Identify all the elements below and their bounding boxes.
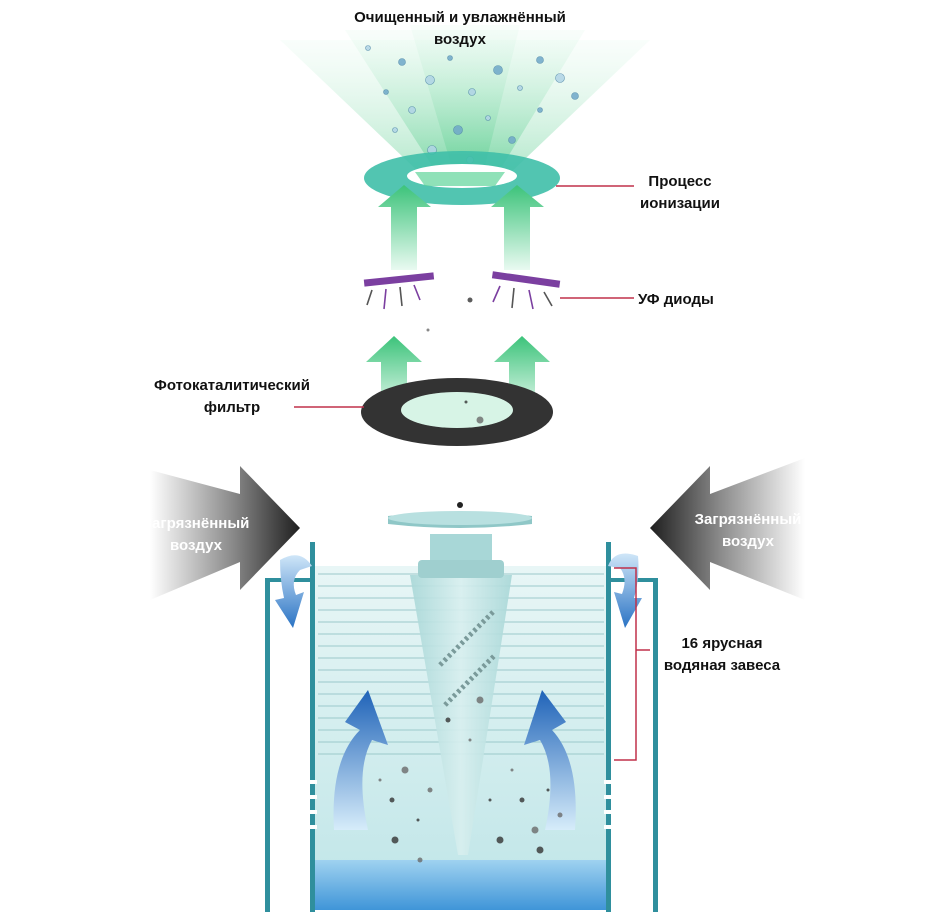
ionization-label-line1: Процесс	[648, 173, 711, 190]
water-curtain-bracket	[614, 567, 650, 761]
bubble	[365, 45, 371, 51]
dirty-air-right-label-line1: Загрязнённый	[695, 511, 802, 528]
blue-arrow-left-up	[333, 690, 388, 830]
water-curtain-label-line2: водяная завеса	[664, 657, 781, 674]
bubble	[537, 107, 543, 113]
blue-arrow-left-down	[275, 555, 312, 628]
dirt-particle	[557, 812, 563, 818]
dirty-air-left-label-line1: Загрязнённый	[143, 515, 250, 532]
air-bubbles	[365, 45, 579, 175]
dirt-particles	[378, 297, 563, 863]
dirt-particle	[391, 836, 399, 844]
dirt-particle	[476, 696, 484, 704]
bubble	[425, 75, 435, 85]
dirt-particle	[389, 797, 395, 803]
dirt-particle	[417, 857, 423, 863]
bubble	[453, 125, 463, 135]
bubble	[493, 65, 503, 75]
dirt-particle	[378, 778, 382, 782]
bubble	[447, 55, 453, 61]
bubble	[555, 73, 565, 83]
dirt-particle	[464, 400, 468, 404]
dirt-particle	[401, 766, 409, 774]
bubble	[398, 58, 406, 66]
photocatalytic-label-line2: фильтр	[204, 399, 260, 416]
bubble	[536, 56, 544, 64]
bubble	[508, 136, 516, 144]
dirt-particle	[546, 788, 550, 792]
bubble	[485, 115, 491, 121]
green-arrow-lower-left	[366, 336, 422, 412]
photocatalytic-filter	[361, 378, 553, 446]
uv-diode-right	[491, 271, 561, 310]
uv-diodes-label: УФ диоды	[638, 291, 714, 308]
dirt-particle	[488, 798, 492, 802]
dirt-particle	[445, 717, 451, 723]
water-curtain-label-line1: 16 ярусная	[681, 635, 762, 652]
bubble	[383, 89, 389, 95]
blue-arrow-right-down	[608, 553, 642, 628]
dirt-particle	[468, 738, 472, 742]
dirt-particle	[416, 818, 420, 822]
bubble	[517, 85, 523, 91]
purified-air-label-line2: воздух	[434, 31, 487, 48]
photocatalytic-label-line1: Фотокаталитический	[154, 377, 310, 394]
water-spinner-cone	[388, 502, 532, 855]
dirty-air-left-label-line2: воздух	[170, 537, 223, 554]
bubble	[468, 88, 476, 96]
ionization-label-line2: ионизации	[640, 195, 720, 212]
dirt-particle	[531, 826, 539, 834]
dirty-air-right-label-line2: воздух	[722, 533, 775, 550]
dirty-air-arrow-left	[150, 466, 300, 600]
dirt-particle	[496, 836, 504, 844]
green-arrow-upper-left	[378, 185, 431, 270]
dirt-particle	[426, 328, 430, 332]
bubble	[408, 106, 416, 114]
dirt-particle	[536, 846, 544, 854]
green-arrow-lower-right	[494, 336, 550, 412]
bubble	[392, 127, 398, 133]
green-arrow-upper-right	[491, 185, 544, 270]
dirt-particle	[467, 297, 473, 303]
dirt-particle	[476, 416, 484, 424]
dirt-particle	[519, 797, 525, 803]
purified-air-label-line1: Очищенный и увлажнённый	[354, 9, 566, 26]
uv-diode-left	[363, 272, 435, 310]
bubble	[571, 92, 579, 100]
dirt-particle	[510, 768, 514, 772]
blue-arrow-right-up	[524, 690, 576, 830]
dirty-air-arrow-right	[650, 458, 805, 600]
dirt-particle	[427, 787, 433, 793]
